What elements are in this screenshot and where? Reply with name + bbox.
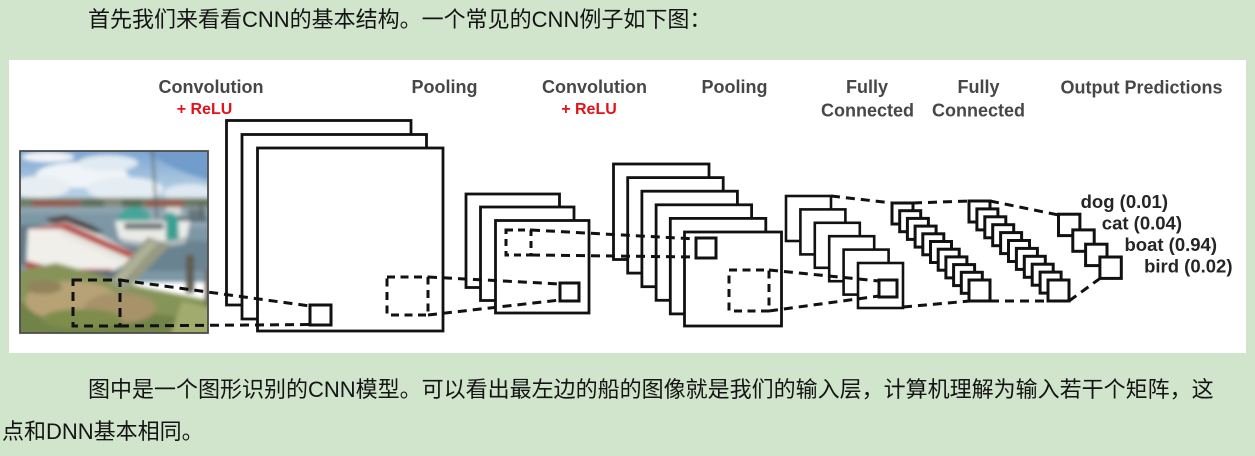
svg-text:+ ReLU: + ReLU: [561, 101, 617, 118]
svg-text:dog (0.01): dog (0.01): [1081, 191, 1168, 212]
svg-text:boat (0.94): boat (0.94): [1124, 234, 1217, 255]
svg-text:Connected: Connected: [932, 101, 1025, 121]
svg-text:Connected: Connected: [821, 101, 914, 121]
svg-text:Fully: Fully: [957, 77, 999, 97]
svg-text:Pooling: Pooling: [702, 77, 768, 97]
svg-text:Convolution: Convolution: [542, 77, 647, 97]
svg-text:Fully: Fully: [846, 77, 888, 97]
svg-text:Output Predictions: Output Predictions: [1061, 78, 1223, 98]
svg-text:Convolution: Convolution: [159, 77, 264, 97]
svg-text:Pooling: Pooling: [412, 77, 478, 97]
svg-text:+ ReLU: + ReLU: [177, 101, 233, 118]
svg-text:cat (0.04): cat (0.04): [1102, 213, 1182, 234]
svg-text:bird (0.02): bird (0.02): [1144, 256, 1232, 277]
